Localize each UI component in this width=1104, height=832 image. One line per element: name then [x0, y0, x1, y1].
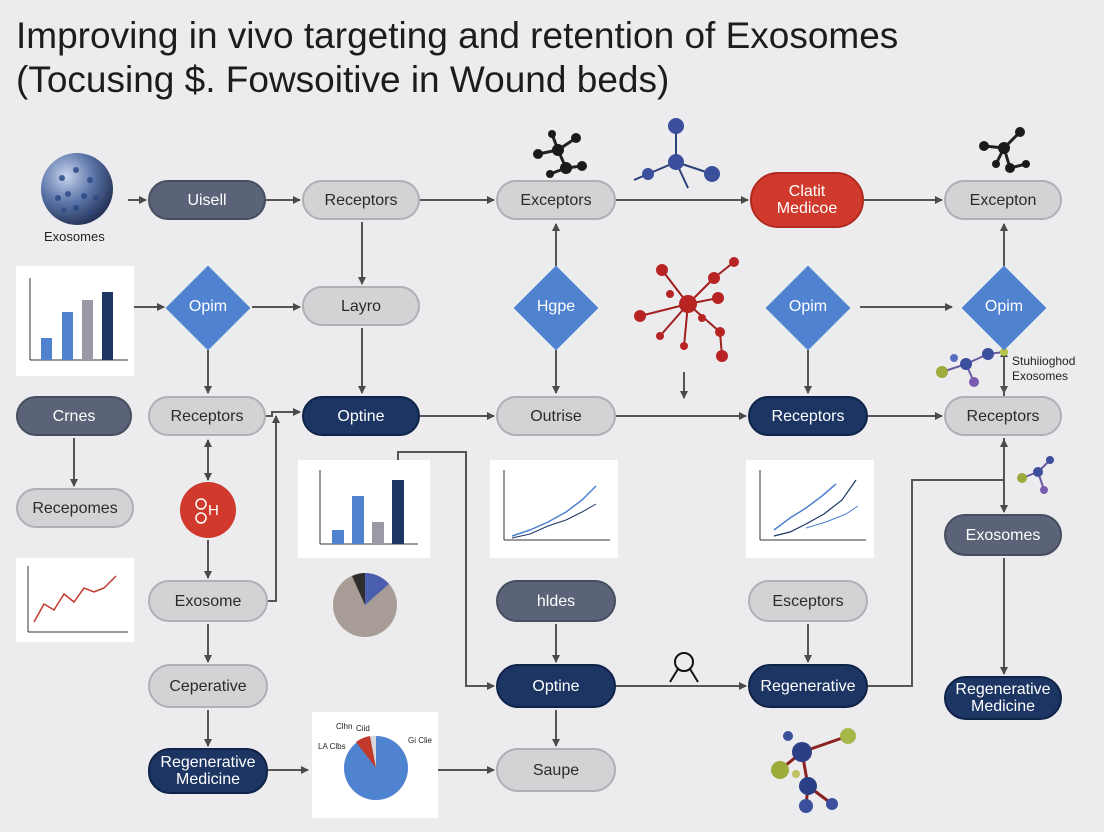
bar-chart-graphic: [319, 470, 418, 545]
node-crnes: Crnes: [16, 396, 132, 436]
node-optine-mid: Optine: [302, 396, 420, 436]
node-receptors-right: Receptors: [944, 396, 1062, 436]
svg-text:H: H: [208, 502, 219, 519]
arrow: [268, 415, 280, 602]
diamond-label: Opim: [984, 298, 1024, 315]
node-outrise: Outrise: [496, 396, 616, 436]
pie-label: Clhn: [336, 722, 353, 731]
diamond-label: Opim: [788, 298, 828, 315]
node-clatit-line-1: Clatit: [788, 183, 826, 200]
molecule-icon: [1017, 456, 1054, 494]
molecule-icon: [634, 257, 739, 362]
node-exosome: Exosome: [148, 580, 268, 622]
node-exception-top: Excepton: [944, 180, 1062, 220]
line-chart-thumbnail: [746, 460, 874, 558]
side-caption-line-1: Stuhiioghod: [1012, 354, 1076, 368]
node-layro: Layro: [302, 286, 420, 326]
line-chart-graphic: [759, 470, 866, 541]
node-regenerative: Regenerative: [748, 664, 868, 708]
pie-label: LA Clbs: [318, 742, 346, 751]
molecule-icon: [979, 127, 1030, 173]
node-regen-right-line-1: Regenerative: [955, 681, 1051, 698]
node-clatit-line-2: Medicoe: [776, 200, 838, 217]
node-saupe: Saupe: [496, 748, 616, 792]
node-ceperative: Ceperative: [148, 664, 268, 708]
node-optine-low: Optine: [496, 664, 616, 708]
node-receptors-top: Receptors: [302, 180, 420, 220]
molecule-icon: [633, 118, 720, 189]
node-regen-right-line-2: Medicine: [970, 698, 1036, 715]
node-hldes: hldes: [496, 580, 616, 622]
node-receptors-left: Receptors: [148, 396, 266, 436]
node-regenerative-medicine-left: Regenerative Medicine: [148, 748, 268, 794]
molecule-icon: [533, 130, 587, 178]
pie-chart-panel: [312, 712, 438, 818]
title-line-2: (Tocusing $. Fowsoitive in Wound beds): [16, 59, 670, 100]
node-esceptors: Esceptors: [748, 580, 868, 622]
pie-chart-thumbnail: [333, 573, 397, 637]
magnifier-icon: [669, 652, 699, 683]
node-uisell: Uisell: [148, 180, 266, 220]
line-chart-graphic: [503, 470, 610, 541]
diamond-label: Opim: [188, 298, 228, 315]
node-regenerative-medicine-right: Regenerative Medicine: [944, 676, 1062, 720]
line-chart-graphic: [27, 566, 128, 633]
node-regen-left-line-2: Medicine: [175, 771, 241, 788]
diamond-label: Hgpe: [536, 298, 576, 315]
pie-label: Gi Clie: [408, 736, 433, 745]
arrow: [868, 479, 1004, 687]
bar-chart-graphic: [29, 278, 128, 361]
line-chart-thumbnail: [16, 558, 134, 642]
exosome-sphere-icon: [41, 153, 113, 225]
bar-chart-thumbnail: [16, 266, 134, 376]
node-regen-left-line-1: Regenerative: [160, 754, 256, 771]
side-caption: Stuhiioghod Exosomes: [1012, 354, 1075, 384]
node-receptors-mid: Receptors: [748, 396, 868, 436]
page-title: Improving in vivo targeting and retentio…: [16, 14, 898, 102]
title-line-1: Improving in vivo targeting and retentio…: [16, 15, 899, 56]
molecule-icon: [936, 348, 1008, 387]
node-exceptors-top: Exceptors: [496, 180, 616, 220]
node-recepomes: Recepomes: [16, 488, 134, 528]
bar-chart-thumbnail: [298, 460, 430, 558]
pie-label: Ciid: [356, 724, 370, 733]
exosomes-caption: Exosomes: [44, 229, 105, 244]
chemical-structure-icon: [180, 482, 236, 538]
arrow: [266, 408, 301, 417]
line-chart-thumbnail: [490, 460, 618, 558]
pie-chart-graphic: [344, 735, 408, 800]
node-clatit-medicoe: Clatit Medicoe: [750, 172, 864, 228]
node-exosomes-right: Exosomes: [944, 514, 1062, 556]
side-caption-line-2: Exosomes: [1012, 369, 1069, 383]
chemical-structure-glyph: H: [195, 498, 219, 524]
molecule-icon: [771, 728, 856, 813]
